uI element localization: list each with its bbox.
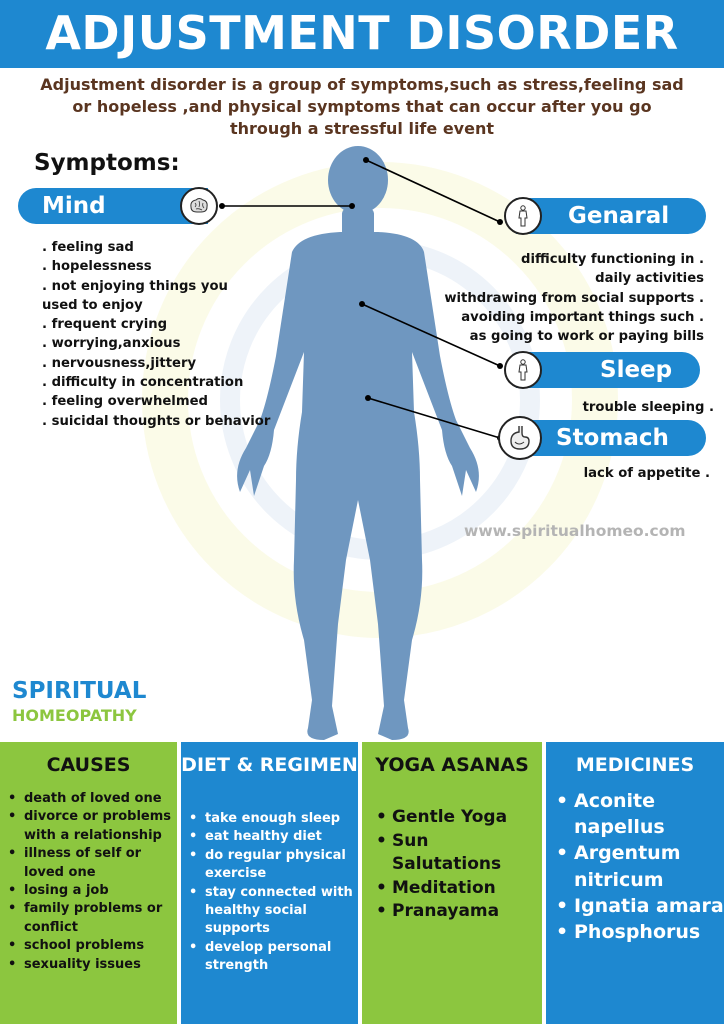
list-item: death of loved one [8, 790, 177, 809]
connector-stomach [367, 397, 501, 439]
list-item: . suicidal thoughts or behavior [42, 413, 271, 429]
list-item: Ignatia amara [556, 893, 724, 919]
list-item: Aconite napellus [556, 788, 724, 840]
list-item: Pranayama [376, 900, 542, 924]
list-item: avoiding important things such . [461, 309, 704, 325]
brain-icon [180, 187, 218, 225]
connector-sleep [361, 303, 501, 367]
list-item: . nervousness,jittery [42, 355, 197, 371]
list-item: . worrying,anxious [42, 336, 181, 352]
general-label: Genaral [516, 198, 706, 234]
mind-symptom-list: . feeling sad . hopelessness . not enjoy… [42, 238, 282, 431]
symptoms-title: Symptoms: [34, 150, 180, 176]
yoga-list: Gentle Yoga Sun Salutations Meditation P… [376, 806, 542, 924]
list-item: Argentum nitricum [556, 840, 724, 892]
connector-general [365, 159, 501, 223]
website-watermark: www.spiritualhomeo.com [464, 522, 686, 540]
list-item: sexuality issues [8, 956, 177, 975]
list-item: Phosphorus [556, 919, 724, 945]
list-item: lack of appetite . [583, 466, 710, 481]
list-item: . feeling overwhelmed [42, 394, 208, 410]
list-item: daily activities [595, 271, 704, 287]
list-item: . frequent crying [42, 317, 168, 333]
page-title: ADJUSTMENT DISORDER [45, 6, 679, 60]
list-item: losing a job [8, 882, 177, 901]
list-item: school problems [8, 937, 177, 956]
yoga-title: YOGA ASANAS [375, 754, 529, 776]
list-item: withdrawing from social supports . [444, 290, 704, 306]
sleep-symptom-list: trouble sleeping . [583, 398, 714, 417]
list-item: . feeling sad [42, 240, 134, 255]
intro-text: Adjustment disorder is a group of sympto… [40, 75, 684, 138]
list-item: stay connected with healthy social suppo… [189, 884, 358, 939]
list-item: . not enjoying things you [42, 278, 228, 294]
header-banner: ADJUSTMENT DISORDER [0, 0, 724, 68]
list-item: difficulty functioning in . [521, 252, 704, 267]
body-icon [504, 197, 542, 235]
brand-logo-line2: HOMEOPATHY [12, 706, 137, 725]
brand-logo-line1: SPIRITUAL [12, 678, 147, 704]
list-item: take enough sleep [189, 810, 358, 829]
list-item: trouble sleeping . [582, 400, 714, 415]
list-item: Meditation [376, 877, 542, 901]
diet-title: DIET & REGIMEN [181, 754, 358, 776]
causes-title: CAUSES [46, 754, 131, 776]
causes-list: death of loved one divorce or problems w… [8, 790, 177, 974]
list-item: develop personal strength [189, 939, 358, 976]
medicines-panel: MEDICINES Aconite napellus Argentum nitr… [546, 742, 724, 1024]
list-item: . hopelessness [42, 259, 152, 275]
sleep-label: Sleep [516, 352, 700, 388]
list-item: . difficulty in concentration [42, 375, 244, 391]
list-item: illness of self or loved one [8, 845, 177, 882]
list-item: Sun Salutations [376, 830, 542, 877]
diet-list: take enough sleep eat healthy diet do re… [189, 810, 358, 976]
stomach-symptom-list: lack of appetite . [584, 464, 710, 483]
yoga-panel: YOGA ASANAS Gentle Yoga Sun Salutations … [362, 742, 542, 1024]
causes-panel: CAUSES death of loved one divorce or pro… [0, 742, 177, 1024]
list-item: do regular physical exercise [189, 847, 358, 884]
list-item: eat healthy diet [189, 828, 358, 847]
body-icon [504, 351, 542, 389]
stomach-icon [498, 416, 542, 460]
stomach-label: Stomach [516, 420, 706, 456]
list-item: divorce or problems with a relationship [8, 808, 177, 845]
medicines-list: Aconite napellus Argentum nitricum Ignat… [556, 788, 724, 945]
diet-panel: DIET & REGIMEN take enough sleep eat hea… [181, 742, 358, 1024]
list-item: used to enjoy [42, 297, 143, 313]
general-symptom-list: difficulty functioning in . daily activi… [444, 250, 704, 346]
list-item: Gentle Yoga [376, 806, 542, 830]
list-item: family problems or conflict [8, 900, 177, 937]
medicines-title: MEDICINES [575, 754, 695, 776]
mind-label: Mind [18, 188, 208, 224]
list-item: as going to work or paying bills [469, 329, 704, 345]
